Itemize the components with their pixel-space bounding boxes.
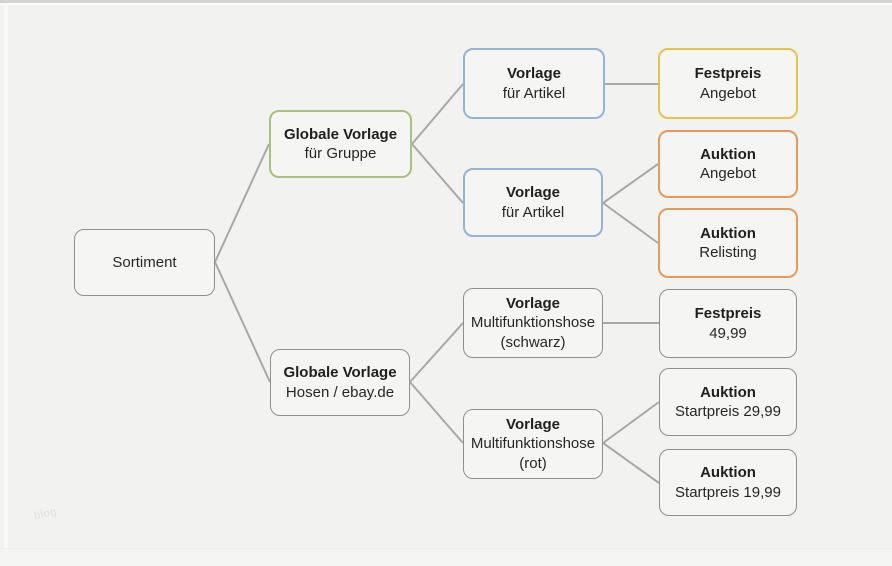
node-title: Globale Vorlage [283,125,398,143]
node-subtitle: Startpreis 29,99 [675,403,781,420]
node-subtitle-2: (schwarz) [500,333,566,351]
node-festpreis-angebot: Festpreis Angebot [658,48,798,119]
node-title: Globale Vorlage [283,364,397,381]
node-title: Auktion [700,383,756,401]
node-subtitle: für Gruppe [304,145,377,162]
node-title: Vorlage [506,184,560,201]
node-title: Vorlage [507,65,561,82]
node-title: Festpreis [694,65,762,82]
node-vorlage-artikel-1: Vorlage für Artikel [463,48,605,119]
node-vorlage-multifunktionshose-rot: Vorlage Multifunktionshose (rot) [463,409,603,479]
top-edge-line [0,0,892,3]
node-vorlage-artikel-2: Vorlage für Artikel [463,168,603,237]
node-globale-vorlage-gruppe: Globale Vorlage für Gruppe [269,110,412,178]
node-subtitle: für Artikel [501,203,565,221]
node-subtitle: Hosen / ebay.de [285,383,395,401]
top-edge-highlight [0,3,892,5]
node-title: Vorlage [506,294,560,312]
node-subtitle: Angebot [700,84,756,102]
bottom-edge-band [0,548,892,566]
node-subtitle: Multifunktionshose [470,314,596,332]
node-auktion-startpreis-2999: Auktion Startpreis 29,99 [659,368,797,436]
node-subtitle: 49,99 [709,324,747,342]
node-auktion-startpreis-1999: Auktion Startpreis 19,99 [659,449,797,516]
node-subtitle: Relisting [699,244,757,261]
node-title: Auktion [700,224,756,242]
node-festpreis-4999: Festpreis 49,99 [659,289,797,358]
node-subtitle-2: (rot) [519,454,547,472]
node-title: Auktion [700,145,756,163]
node-title: Vorlage [506,415,560,433]
node-auktion-relisting: Auktion Relisting [658,208,798,278]
node-globale-vorlage-hosen: Globale Vorlage Hosen / ebay.de [270,349,410,416]
node-subtitle: Multifunktionshose [470,435,596,453]
node-subtitle: für Artikel [502,84,566,102]
node-title: Auktion [700,464,756,481]
node-sortiment-label: Sortiment [112,253,177,271]
node-subtitle: Angebot [700,165,756,182]
node-subtitle: Startpreis 19,99 [675,483,781,501]
left-edge-strip [4,5,8,566]
node-sortiment: Sortiment [74,229,215,296]
node-title: Festpreis [694,305,762,322]
node-auktion-angebot: Auktion Angebot [658,130,798,198]
node-vorlage-multifunktionshose-schwarz: Vorlage Multifunktionshose (schwarz) [463,288,603,358]
